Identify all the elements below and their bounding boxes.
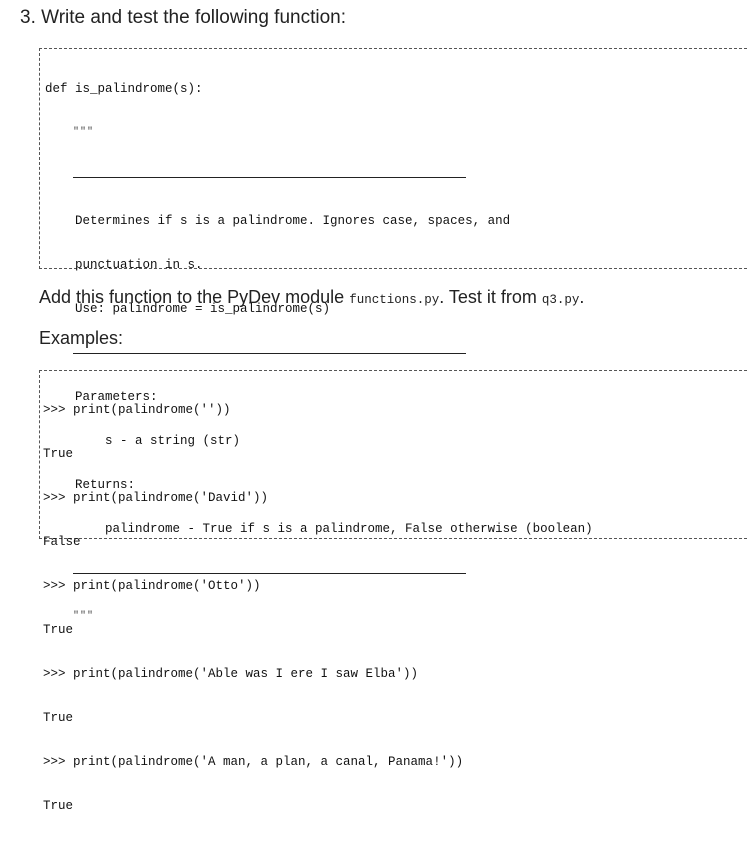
examples-code-block: >>> print(palindrome('')) True >>> print… [39,370,748,813]
example-input: >>> print(palindrome('A man, a plan, a c… [43,755,464,769]
example-output: False [43,535,81,549]
code-line: punctuation in s. [45,258,203,272]
code-line: Determines if s is a palindrome. Ignores… [45,214,511,228]
docstring-rule [45,169,593,185]
instruction-text: Add this function to the PyDev module fu… [39,286,584,311]
example-output: True [43,799,74,813]
test-file-name: q3.py [541,293,580,307]
module-name: functions.py [349,293,440,307]
question-heading: 3. Write and test the following function… [20,7,346,28]
instruction-middle: . Test it from [439,287,542,307]
code-line: Returns: [45,478,136,492]
example-output: True [43,623,74,637]
example-input: >>> print(palindrome('Otto')) [43,579,261,593]
code-line: Use: palindrome = is_palindrome(s) [45,302,331,316]
examples-label: Examples: [39,328,124,348]
instruction-suffix: . [579,287,585,307]
example-input: >>> print(palindrome('David')) [43,491,269,505]
docstring-rule [45,345,593,361]
code-line: Parameters: [45,390,158,404]
example-output: True [43,711,74,725]
instruction-prefix: Add this function to the PyDev module [39,287,350,307]
code-line: palindrome - True if s is a palindrome, … [45,522,593,536]
code-line: def is_palindrome(s): [45,82,203,96]
code-line: """ [45,127,95,138]
example-output: True [43,447,74,461]
function-code-block: def is_palindrome(s): """ Determines if … [39,48,748,622]
code-line: s - a string (str) [45,434,241,448]
example-input: >>> print(palindrome('')) [43,403,231,417]
example-input: >>> print(palindrome('Able was I ere I s… [43,667,419,681]
